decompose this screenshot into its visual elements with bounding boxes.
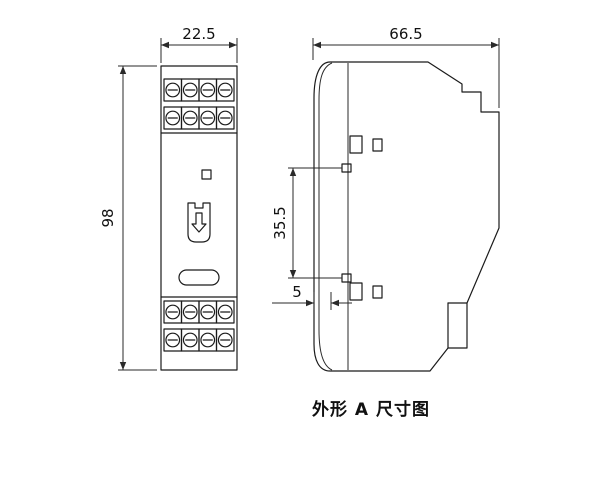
front-view <box>160 65 238 371</box>
front-width-value: 22.5 <box>182 25 215 43</box>
din-rail-slot <box>447 302 468 349</box>
lower-tick <box>341 273 352 283</box>
depth-value: 66.5 <box>389 25 422 43</box>
side-profile-outline <box>313 61 500 372</box>
top-terminal-block <box>163 78 235 130</box>
front-body-outline <box>160 65 238 371</box>
label-slot <box>178 269 220 286</box>
din-latch <box>187 202 211 243</box>
clip-span-value: 35.5 <box>271 206 289 239</box>
upper-tick <box>341 163 352 173</box>
dimension-face-offset: 5 <box>272 283 352 310</box>
front-height-value: 98 <box>99 208 117 227</box>
bottom-terminal-block <box>163 300 235 352</box>
latch-arrow-icon <box>191 212 207 233</box>
front-faceplate-curve <box>318 62 333 371</box>
dimension-front-width: 22.5 <box>160 25 238 63</box>
led-indicator <box>201 169 212 180</box>
drawing-caption: 外形 A 尺寸图 <box>312 399 430 420</box>
dimension-clip-span: 35.5 <box>271 167 342 279</box>
face-offset-value: 5 <box>292 283 302 301</box>
dimension-front-height: 98 <box>99 65 157 371</box>
side-view <box>313 61 500 372</box>
upper-clip <box>349 135 383 154</box>
dimension-depth: 66.5 <box>312 25 500 108</box>
lower-clip <box>349 282 383 301</box>
